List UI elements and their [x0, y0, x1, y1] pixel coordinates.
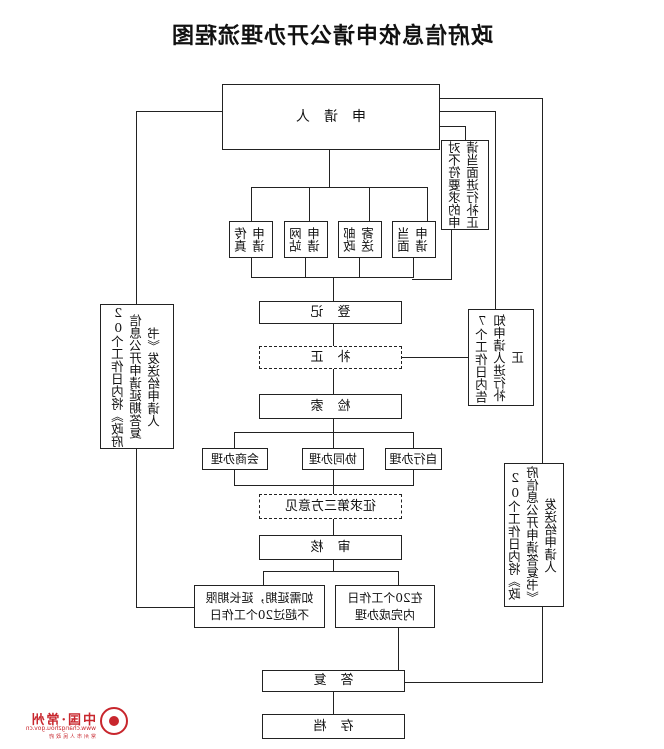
connector-line — [405, 682, 543, 684]
connector-line — [136, 607, 194, 609]
changzhou-logo: 中国·常州 www.changzhou.gov.cn 常州市人民政府 — [10, 703, 130, 743]
connector-line — [412, 258, 414, 278]
supplement-box: 补正 — [259, 346, 402, 369]
connector-line — [233, 432, 235, 448]
connector-line — [234, 485, 414, 487]
logo-url: www.changzhou.gov.cn — [25, 725, 96, 732]
onsite-correction-note: 对不符要求的申请当面进行补正 — [441, 140, 489, 230]
search-box: 检索 — [259, 394, 402, 419]
joint-handle-box: 协同办理 — [302, 448, 364, 470]
connector-line — [234, 432, 414, 434]
extension-notice-note: 20个工作日内将《政府信息公开申请延期答复书》发送给申请人 — [100, 304, 174, 449]
complete-20-days-box: 在20个工作日内完成办理 — [335, 585, 435, 628]
seven-day-correction-note: 7个工作日内告知申请人进行补正 — [468, 309, 534, 406]
connector-line — [332, 692, 334, 714]
connector-line — [332, 419, 334, 433]
connector-line — [397, 628, 399, 670]
connector-line — [135, 111, 137, 304]
third-party-opinion-box: 征求第三方意见 — [259, 494, 402, 519]
connector-line — [332, 277, 334, 301]
self-handle-box: 自行办理 — [385, 448, 442, 470]
connector-line — [332, 470, 334, 494]
connector-line — [494, 111, 496, 309]
reply-box: 答复 — [262, 670, 405, 692]
channel-fax-box: 传真申请 — [229, 221, 273, 258]
connector-line — [250, 187, 252, 221]
diagram-title: 政府信息依申请公开办理流程图 — [171, 23, 494, 49]
register-box: 登记 — [259, 301, 402, 324]
connector-line — [136, 111, 222, 113]
connector-line — [304, 258, 306, 278]
connector-line — [450, 230, 452, 280]
seal-icon — [100, 707, 128, 735]
connector-line — [440, 111, 496, 113]
connector-line — [397, 571, 399, 585]
connector-line — [426, 187, 428, 221]
connector-line — [541, 98, 543, 463]
reply-notice-note: 20个工作日内将《政府信息公开申请答复书》发送给申请人 — [504, 463, 564, 607]
channel-web-box: 网站申请 — [284, 221, 328, 258]
extension-box: 如需延期，延长期限不超过20个工作日 — [194, 585, 325, 628]
applicant-box: 申请人 — [222, 84, 440, 150]
review-box: 审核 — [259, 535, 402, 560]
channel-mail-box: 邮政寄送 — [338, 221, 382, 258]
connector-line — [541, 607, 543, 683]
connector-line — [262, 571, 264, 585]
connector-line — [440, 126, 466, 128]
connector-line — [328, 150, 330, 188]
connector-line — [412, 470, 414, 486]
connector-line — [412, 279, 452, 281]
connector-line — [135, 449, 137, 607]
channel-onsite-box: 当面申请 — [392, 221, 436, 258]
connector-line — [332, 369, 334, 394]
connector-line — [464, 126, 466, 140]
connector-line — [264, 571, 399, 573]
connector-line — [358, 258, 360, 278]
connector-line — [251, 187, 428, 189]
archive-box: 存档 — [262, 714, 405, 739]
connector-line — [332, 324, 334, 346]
connector-line — [233, 470, 235, 486]
meeting-handle-box: 会商办理 — [202, 448, 268, 470]
logo-subtitle: 常州市人民政府 — [46, 734, 96, 740]
connector-line — [368, 187, 370, 221]
connector-line — [332, 432, 334, 448]
connector-line — [250, 258, 252, 278]
connector-line — [412, 432, 414, 448]
connector-line — [308, 187, 310, 221]
connector-line — [440, 98, 543, 100]
connector-line — [332, 519, 334, 535]
